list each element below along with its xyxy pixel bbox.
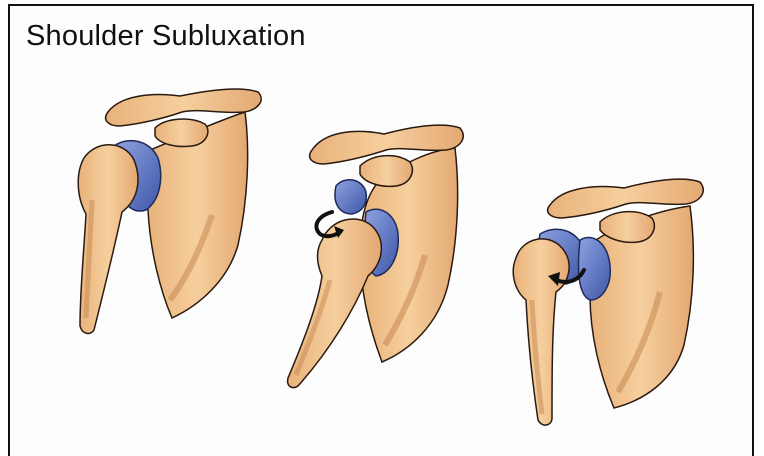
shoulder-subluxation-a	[288, 125, 464, 387]
cartilage-upper	[335, 180, 366, 214]
coracoid	[155, 119, 208, 146]
coracoid	[360, 156, 412, 187]
shoulder-subluxation-b	[513, 179, 703, 425]
shoulder-normal	[78, 89, 261, 333]
